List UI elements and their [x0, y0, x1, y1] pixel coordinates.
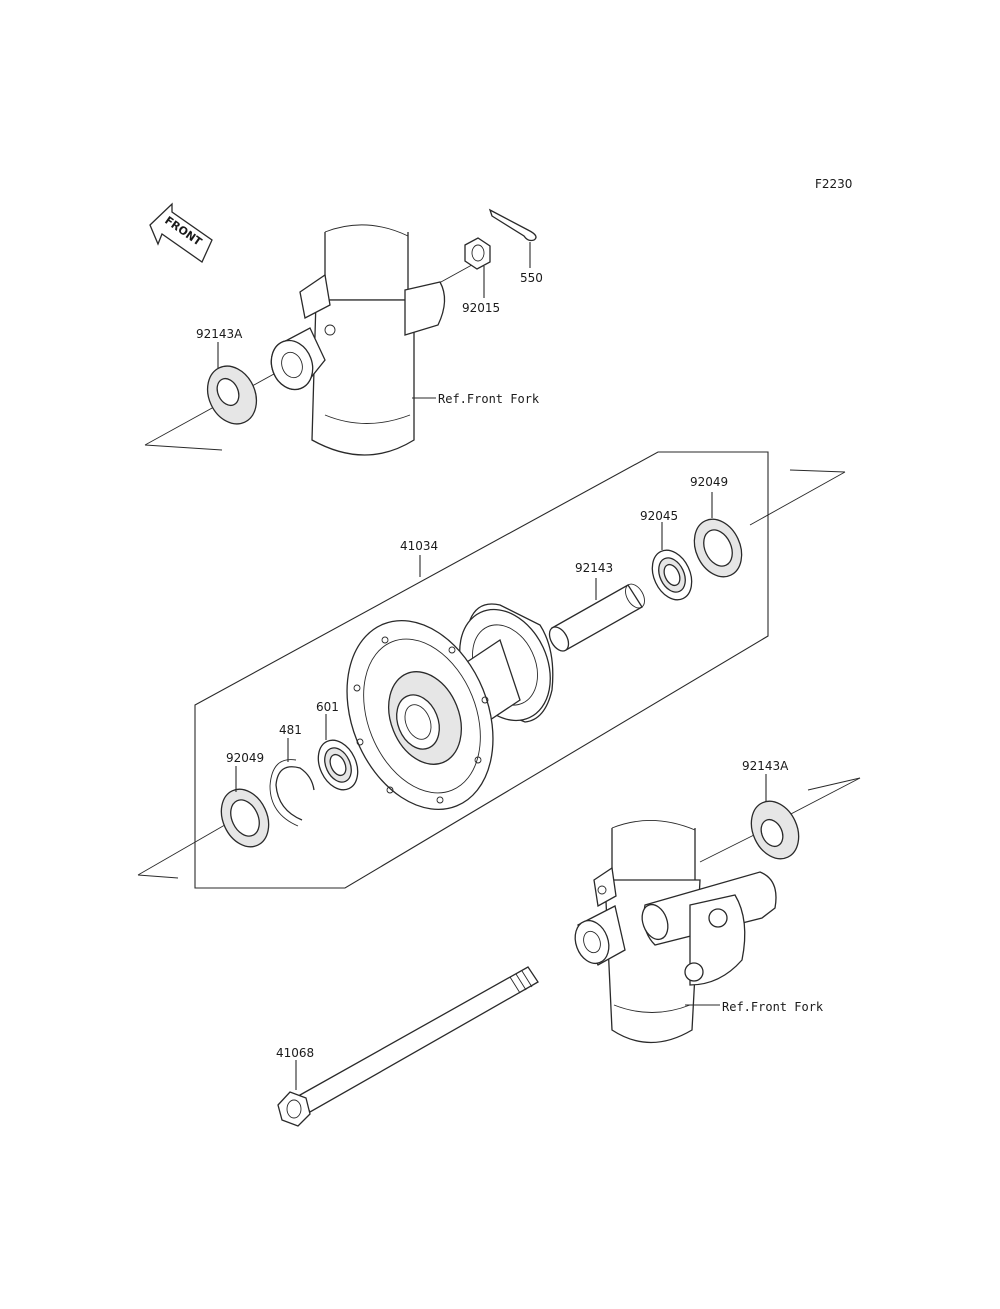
- label-41068: 41068: [276, 1046, 314, 1060]
- front-arrow-icon: FRONT: [149, 202, 213, 263]
- label-92143A-bottom: 92143A: [742, 759, 789, 773]
- cotter-pin-550: [488, 208, 537, 242]
- label-41034: 41034: [400, 539, 438, 553]
- label-601: 601: [316, 700, 339, 714]
- oil-seal-92049-left: [220, 788, 270, 848]
- axle-centerline-mid-right: [749, 471, 846, 526]
- oil-seal-92049-right: [693, 518, 743, 578]
- axle-centerline-top-tail: [144, 444, 223, 451]
- front-fork-bottom: [574, 820, 777, 1044]
- label-92049-left: 92049: [226, 751, 264, 765]
- label-92045: 92045: [640, 509, 678, 523]
- wheel-hub-41034: [346, 603, 554, 811]
- spacer-92143A-top: [206, 365, 258, 425]
- front-axle-41068: [277, 966, 539, 1127]
- axle-centerline-bottom-right-tail: [807, 777, 861, 791]
- axle-centerline-mid-right-tail: [789, 469, 846, 473]
- axle-nut-92015: [464, 237, 491, 270]
- front-fork-top: [270, 224, 446, 456]
- figure-code: F2230: [815, 177, 852, 191]
- bearing-601: [317, 739, 359, 791]
- label-92015: 92015: [462, 301, 500, 315]
- circlip-481: [269, 759, 315, 827]
- label-ref-front-fork-top: Ref.Front Fork: [438, 392, 540, 406]
- axle-centerline-mid-left-tail: [137, 874, 179, 879]
- axle-centerline-mid-left: [137, 821, 231, 876]
- label-92143: 92143: [575, 561, 613, 575]
- label-92049-right: 92049: [690, 475, 728, 489]
- hub-assembly-box: [194, 451, 769, 889]
- spacer-tube-92143: [548, 583, 645, 652]
- bearing-92045: [651, 549, 693, 601]
- label-481: 481: [279, 723, 302, 737]
- axle-centerline-bottom-mid: [699, 831, 761, 863]
- spacer-92143A-bottom: [750, 800, 800, 860]
- label-92143A-top: 92143A: [196, 327, 243, 341]
- label-ref-front-fork-bottom: Ref.Front Fork: [722, 1000, 824, 1014]
- label-550: 550: [520, 271, 543, 285]
